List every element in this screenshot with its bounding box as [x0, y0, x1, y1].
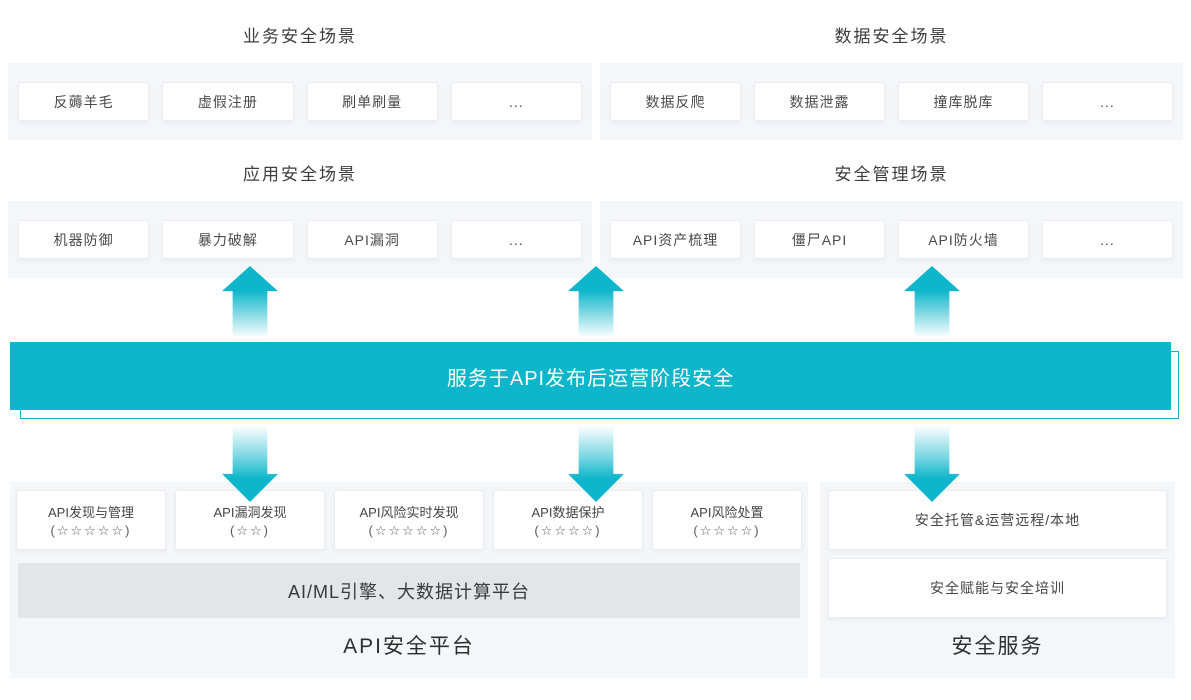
capability-box-api-risk-realtime: API风险实时发现 (☆☆☆☆☆) — [334, 490, 484, 550]
scenario-box: 数据泄露 — [754, 82, 885, 121]
heading-data-security-scenarios: 数据安全场景 — [834, 27, 949, 46]
scenario-box: API资产梳理 — [610, 220, 741, 259]
capability-name: API漏洞发现 — [213, 504, 287, 520]
scenario-box-more: ... — [450, 82, 582, 121]
capability-box-api-risk-disposal: API风险处置 (☆☆☆☆) — [652, 490, 802, 550]
capability-row: API发现与管理 (☆☆☆☆☆) API漏洞发现 (☆☆) API风险实时发现 … — [16, 490, 802, 550]
capability-rating: (☆☆☆☆) — [534, 522, 602, 538]
scenario-box: 暴力破解 — [162, 220, 294, 259]
scenario-box: API防火墙 — [898, 220, 1029, 259]
panel-security-services: 安全托管&运营远程/本地 安全赋能与安全培训 安全服务 — [820, 482, 1175, 678]
capability-rating: (☆☆) — [230, 522, 270, 538]
panel-security-management-scenarios: API资产梳理 僵尸API API防火墙 ... — [600, 201, 1183, 278]
scenario-box: 机器防御 — [18, 220, 150, 259]
scenario-box-more: ... — [1042, 82, 1173, 121]
platform-title: API安全平台 — [343, 635, 475, 658]
service-box-enablement-training: 安全赋能与安全培训 — [828, 558, 1167, 618]
heading-application-security-scenarios: 应用安全场景 — [243, 165, 357, 184]
scenario-box: 虚假注册 — [162, 82, 294, 121]
scenario-box: 撞库脱库 — [898, 82, 1029, 121]
heading-business-security-scenarios: 业务安全场景 — [243, 27, 357, 46]
panel-api-security-platform: API发现与管理 (☆☆☆☆☆) API漏洞发现 (☆☆) API风险实时发现 … — [10, 482, 808, 678]
scenario-box: 刷单刷量 — [306, 82, 438, 121]
panel-application-security-scenarios: 机器防御 暴力破解 API漏洞 ... — [8, 201, 592, 278]
ai-ml-engine-bar: AI/ML引擎、大数据计算平台 — [18, 563, 800, 618]
scenario-box: 僵尸API — [754, 220, 885, 259]
banner-api-post-release-security: 服务于API发布后运营阶段安全 — [10, 342, 1171, 410]
capability-rating: (☆☆☆☆) — [693, 522, 761, 538]
capability-box-api-data-protection: API数据保护 (☆☆☆☆) — [493, 490, 643, 550]
service-box-managed-operations: 安全托管&运营远程/本地 — [828, 490, 1167, 550]
capability-name: API数据保护 — [531, 504, 605, 520]
capability-box-api-discovery: API发现与管理 (☆☆☆☆☆) — [16, 490, 166, 550]
scenario-box-more: ... — [1042, 220, 1173, 259]
panel-business-security-scenarios: 反薅羊毛 虚假注册 刷单刷量 ... — [8, 63, 592, 140]
capability-rating: (☆☆☆☆☆) — [50, 522, 132, 538]
scenario-box: 反薅羊毛 — [18, 82, 150, 121]
scenario-box: API漏洞 — [306, 220, 438, 259]
services-title: 安全服务 — [951, 635, 1044, 658]
heading-security-management-scenarios: 安全管理场景 — [834, 165, 949, 184]
scenario-box-more: ... — [450, 220, 582, 259]
capability-rating: (☆☆☆☆☆) — [368, 522, 450, 538]
scenario-box: 数据反爬 — [610, 82, 741, 121]
capability-name: API风险处置 — [690, 504, 764, 520]
panel-data-security-scenarios: 数据反爬 数据泄露 撞库脱库 ... — [600, 63, 1183, 140]
capability-name: API发现与管理 — [48, 504, 134, 520]
capability-name: API风险实时发现 — [359, 504, 459, 520]
